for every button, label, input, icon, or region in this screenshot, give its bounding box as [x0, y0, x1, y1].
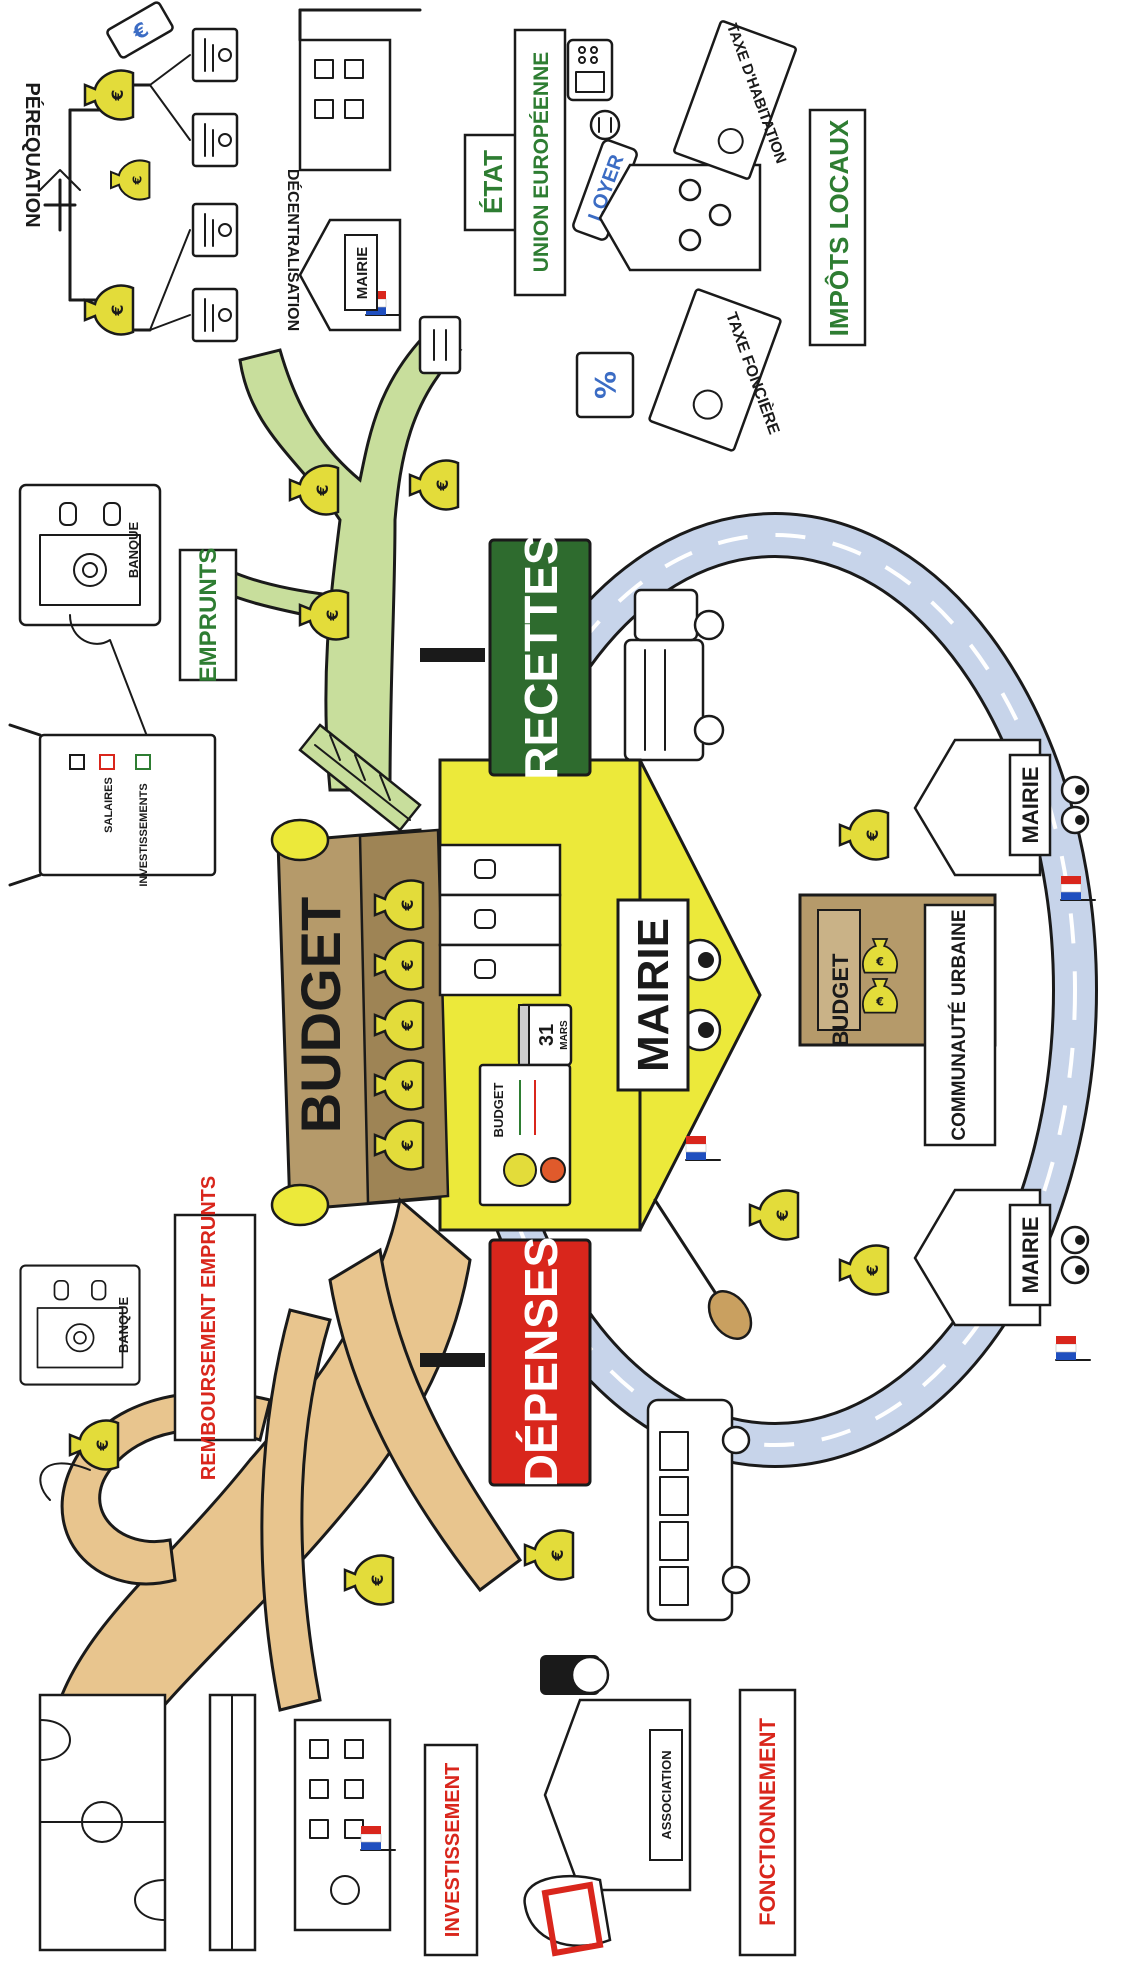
banker-character	[540, 1655, 610, 1695]
investissements-board-label: INVESTISSEMENTS	[138, 783, 150, 886]
government-buildings	[298, 8, 422, 172]
hook-line	[69, 614, 161, 771]
money-bag-icon	[83, 69, 135, 121]
communaute-urbaine-label: COMMUNAUTÉ URBAINE	[948, 909, 970, 1140]
mairie-main-plate	[616, 898, 690, 1092]
calendar-number: 31	[536, 1024, 558, 1046]
perequation-label: PÉREQUATION	[21, 82, 44, 227]
mairie-small-label: MAIRIE	[354, 247, 371, 300]
euro-tag-icon: €	[106, 1, 174, 59]
recettes-tree	[198, 328, 463, 792]
mairie-bottom-plate	[1008, 1203, 1052, 1307]
money-bag-icon	[838, 809, 890, 861]
budget-document-label: BUDGET	[491, 1082, 506, 1137]
money-bag-icon	[408, 459, 460, 511]
money-bag-icon	[288, 464, 340, 516]
mairie-top-plate	[1008, 753, 1052, 857]
calendar-icon: 31 MARS	[517, 1003, 573, 1067]
mairie-top-house	[913, 738, 1096, 901]
association-label: ASSOCIATION	[659, 1750, 674, 1839]
union-europeenne-sign	[513, 28, 567, 297]
mayor-character	[523, 1874, 612, 1957]
svg-text:%: %	[589, 371, 622, 399]
recettes-sign	[420, 538, 592, 777]
money-bag-icon	[343, 1554, 395, 1606]
investissement-label: INVESTISSEMENT	[442, 1763, 464, 1937]
spoon-icon	[653, 1198, 722, 1302]
recettes-label: RECETTES	[515, 534, 567, 779]
residence-house	[598, 163, 762, 272]
depenses-sign	[420, 1238, 592, 1487]
calculator-icon	[566, 38, 614, 102]
sports-field	[38, 1693, 167, 1952]
money-bag-icon	[748, 1189, 800, 1241]
emprunts-sign	[178, 548, 238, 682]
mairie-small-plate	[344, 234, 378, 311]
budget-main-box	[270, 818, 450, 1227]
percent-icon: %	[575, 351, 635, 419]
mairie-main-label: MAIRIE	[629, 918, 678, 1072]
etat-sign	[463, 133, 522, 232]
calendar-month: MARS	[559, 1020, 570, 1050]
school-building	[293, 1718, 396, 1932]
money-bag-icon	[838, 1244, 890, 1296]
communaute-urbaine-plate	[923, 903, 997, 1147]
budget-document-icon: BUDGET	[478, 1063, 572, 1207]
fonctionnement-sign	[738, 1688, 797, 1957]
stamp-icon	[418, 315, 462, 375]
remboursement-emprunts-label: REMBOURSEMENT EMPRUNTS	[198, 1176, 220, 1480]
bus	[646, 1398, 751, 1622]
archive-shelves	[438, 843, 562, 997]
emprunts-label: EMPRUNTS	[195, 548, 222, 683]
tax-document-icon	[191, 287, 239, 343]
investissements-board	[8, 723, 217, 887]
decentralisation-label: DÉCENTRALISATION	[284, 169, 303, 331]
remboursement-emprunts-sign	[173, 1213, 257, 1442]
association-plate	[649, 1729, 683, 1861]
impots-locaux-sign	[808, 108, 867, 347]
garbage-truck	[623, 588, 725, 762]
money-bag-icon	[83, 284, 135, 336]
tax-document-icon	[191, 202, 239, 258]
banque-lower-label: BANQUE	[116, 1297, 131, 1354]
spoon-head	[707, 1290, 753, 1340]
money-bag-icon	[109, 159, 151, 201]
budget-main-label: BUDGET	[289, 897, 352, 1133]
taxe-habitation-doc	[673, 20, 797, 180]
budget-small-label: BUDGET	[828, 953, 853, 1046]
ladder	[298, 723, 422, 832]
fonctionnement-label: FONCTIONNEMENT	[755, 1718, 780, 1926]
banque-label: BANQUE	[126, 522, 141, 579]
money-bag-icon	[523, 1529, 575, 1581]
swimming-pool	[208, 1693, 257, 1952]
etat-label: ÉTAT	[478, 150, 508, 214]
depenses-label: DÉPENSES	[515, 1237, 567, 1488]
investissement-sign	[423, 1743, 479, 1957]
mairie-bottom-house	[913, 1188, 1091, 1361]
remboursement-emprunts-text: REMBOURSEMENT EMPRUNTS	[198, 1176, 220, 1480]
salaires-label: SALAIRES	[103, 777, 115, 833]
equals-icon	[589, 109, 621, 141]
union-europeenne-label: UNION EUROPÉENNE	[530, 52, 553, 273]
taxe-fonciere-doc	[648, 288, 782, 452]
mairie-bottom-label: MAIRIE	[1018, 1217, 1043, 1294]
mairie-top-label: MAIRIE	[1018, 767, 1043, 844]
tax-document-icon	[191, 27, 239, 83]
tax-document-icon	[191, 112, 239, 168]
impots-locaux-label: IMPÔTS LOCAUX	[824, 119, 854, 336]
